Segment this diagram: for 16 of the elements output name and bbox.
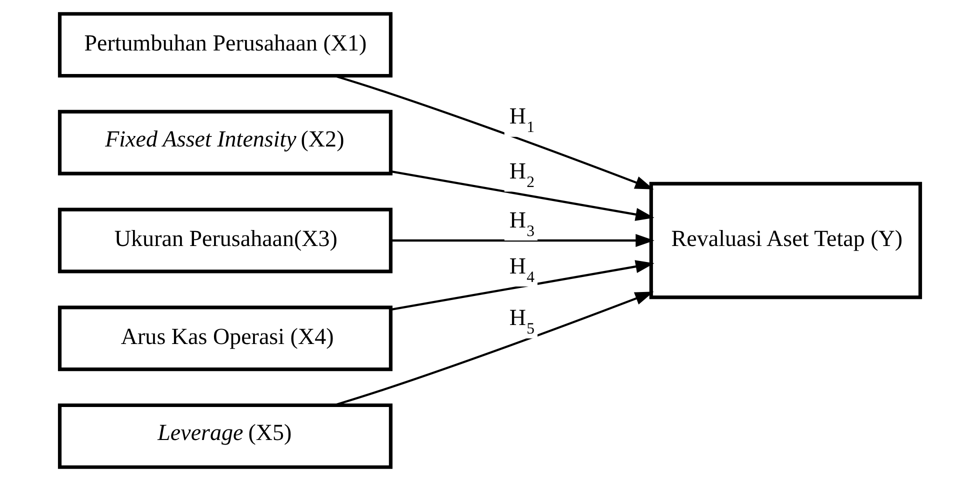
arrow (334, 74, 654, 190)
edge-label: H$_{2}$ (509, 157, 535, 191)
edge-label: H$_{3}$ (509, 206, 535, 240)
arrow (334, 292, 654, 406)
arrow (390, 234, 654, 248)
node-box: Fixed Asset Intensity (X2) (58, 110, 393, 176)
node-box: Pertumbuhan Perusahaan (X1) (58, 12, 393, 78)
edge-label: H$_{5}$ (509, 304, 535, 338)
arrow (390, 170, 654, 221)
edge-label: H$_{1}$ (509, 102, 535, 136)
node-box: Revaluasi Aset Tetap (Y) (649, 182, 922, 300)
edge-label: H$_{4}$ (509, 252, 535, 286)
node-box: Arus Kas Operasi (X4) (58, 306, 393, 372)
node-box: Leverage (X5) (58, 403, 393, 469)
node-box: Ukuran Perusahaan(X3) (58, 208, 393, 274)
arrow (390, 260, 654, 311)
